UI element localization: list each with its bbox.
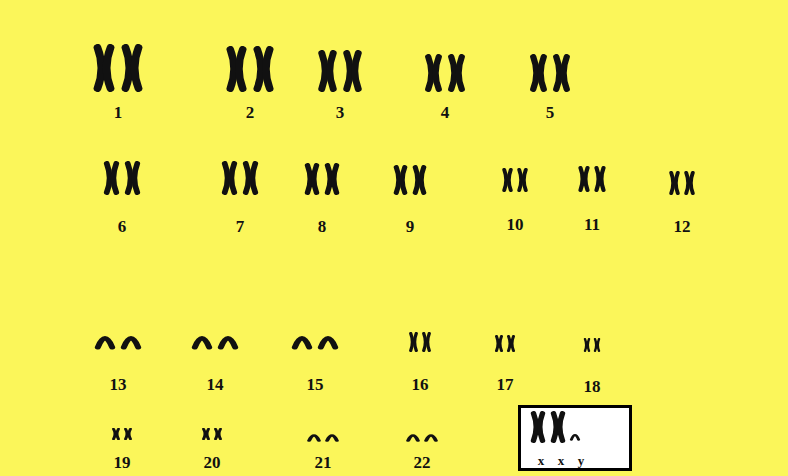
chromosome-number: 2 — [246, 104, 255, 121]
sex-chromosome-label: y — [578, 454, 585, 467]
chromosomes — [98, 48, 693, 441]
chromosome-number: 5 — [546, 104, 555, 121]
chromosome-number: 19 — [114, 454, 131, 471]
chromosome-number: 7 — [236, 218, 245, 235]
sex-chromosome-panel — [519, 406, 631, 470]
chromosome-number: 12 — [674, 218, 691, 235]
chromosome-number: 4 — [441, 104, 450, 121]
chromosome-number: 3 — [336, 104, 345, 121]
chromosome-number: 9 — [406, 218, 415, 235]
chromosome-number: 16 — [412, 376, 429, 393]
chromosome-number: 22 — [414, 454, 431, 471]
chromosome-number: 17 — [497, 376, 514, 393]
chromosome-number: 20 — [204, 454, 221, 471]
chromosome-number: 1 — [114, 104, 123, 121]
chromosome-number: 8 — [318, 218, 327, 235]
chromosome-number: 13 — [110, 376, 127, 393]
chromosome-number: 21 — [315, 454, 332, 471]
chromosome-number: 10 — [507, 216, 524, 233]
chromosome-number: 14 — [207, 376, 224, 393]
sex-chromosome-label: x — [538, 454, 545, 467]
sex-chromosome-box: xxy — [518, 405, 632, 471]
chromosome-number: 6 — [118, 218, 127, 235]
chromosome-number: 11 — [584, 216, 600, 233]
sex-chromosome-label: x — [558, 454, 565, 467]
chromosome-number: 15 — [307, 376, 324, 393]
chromosome-number: 18 — [584, 378, 601, 395]
